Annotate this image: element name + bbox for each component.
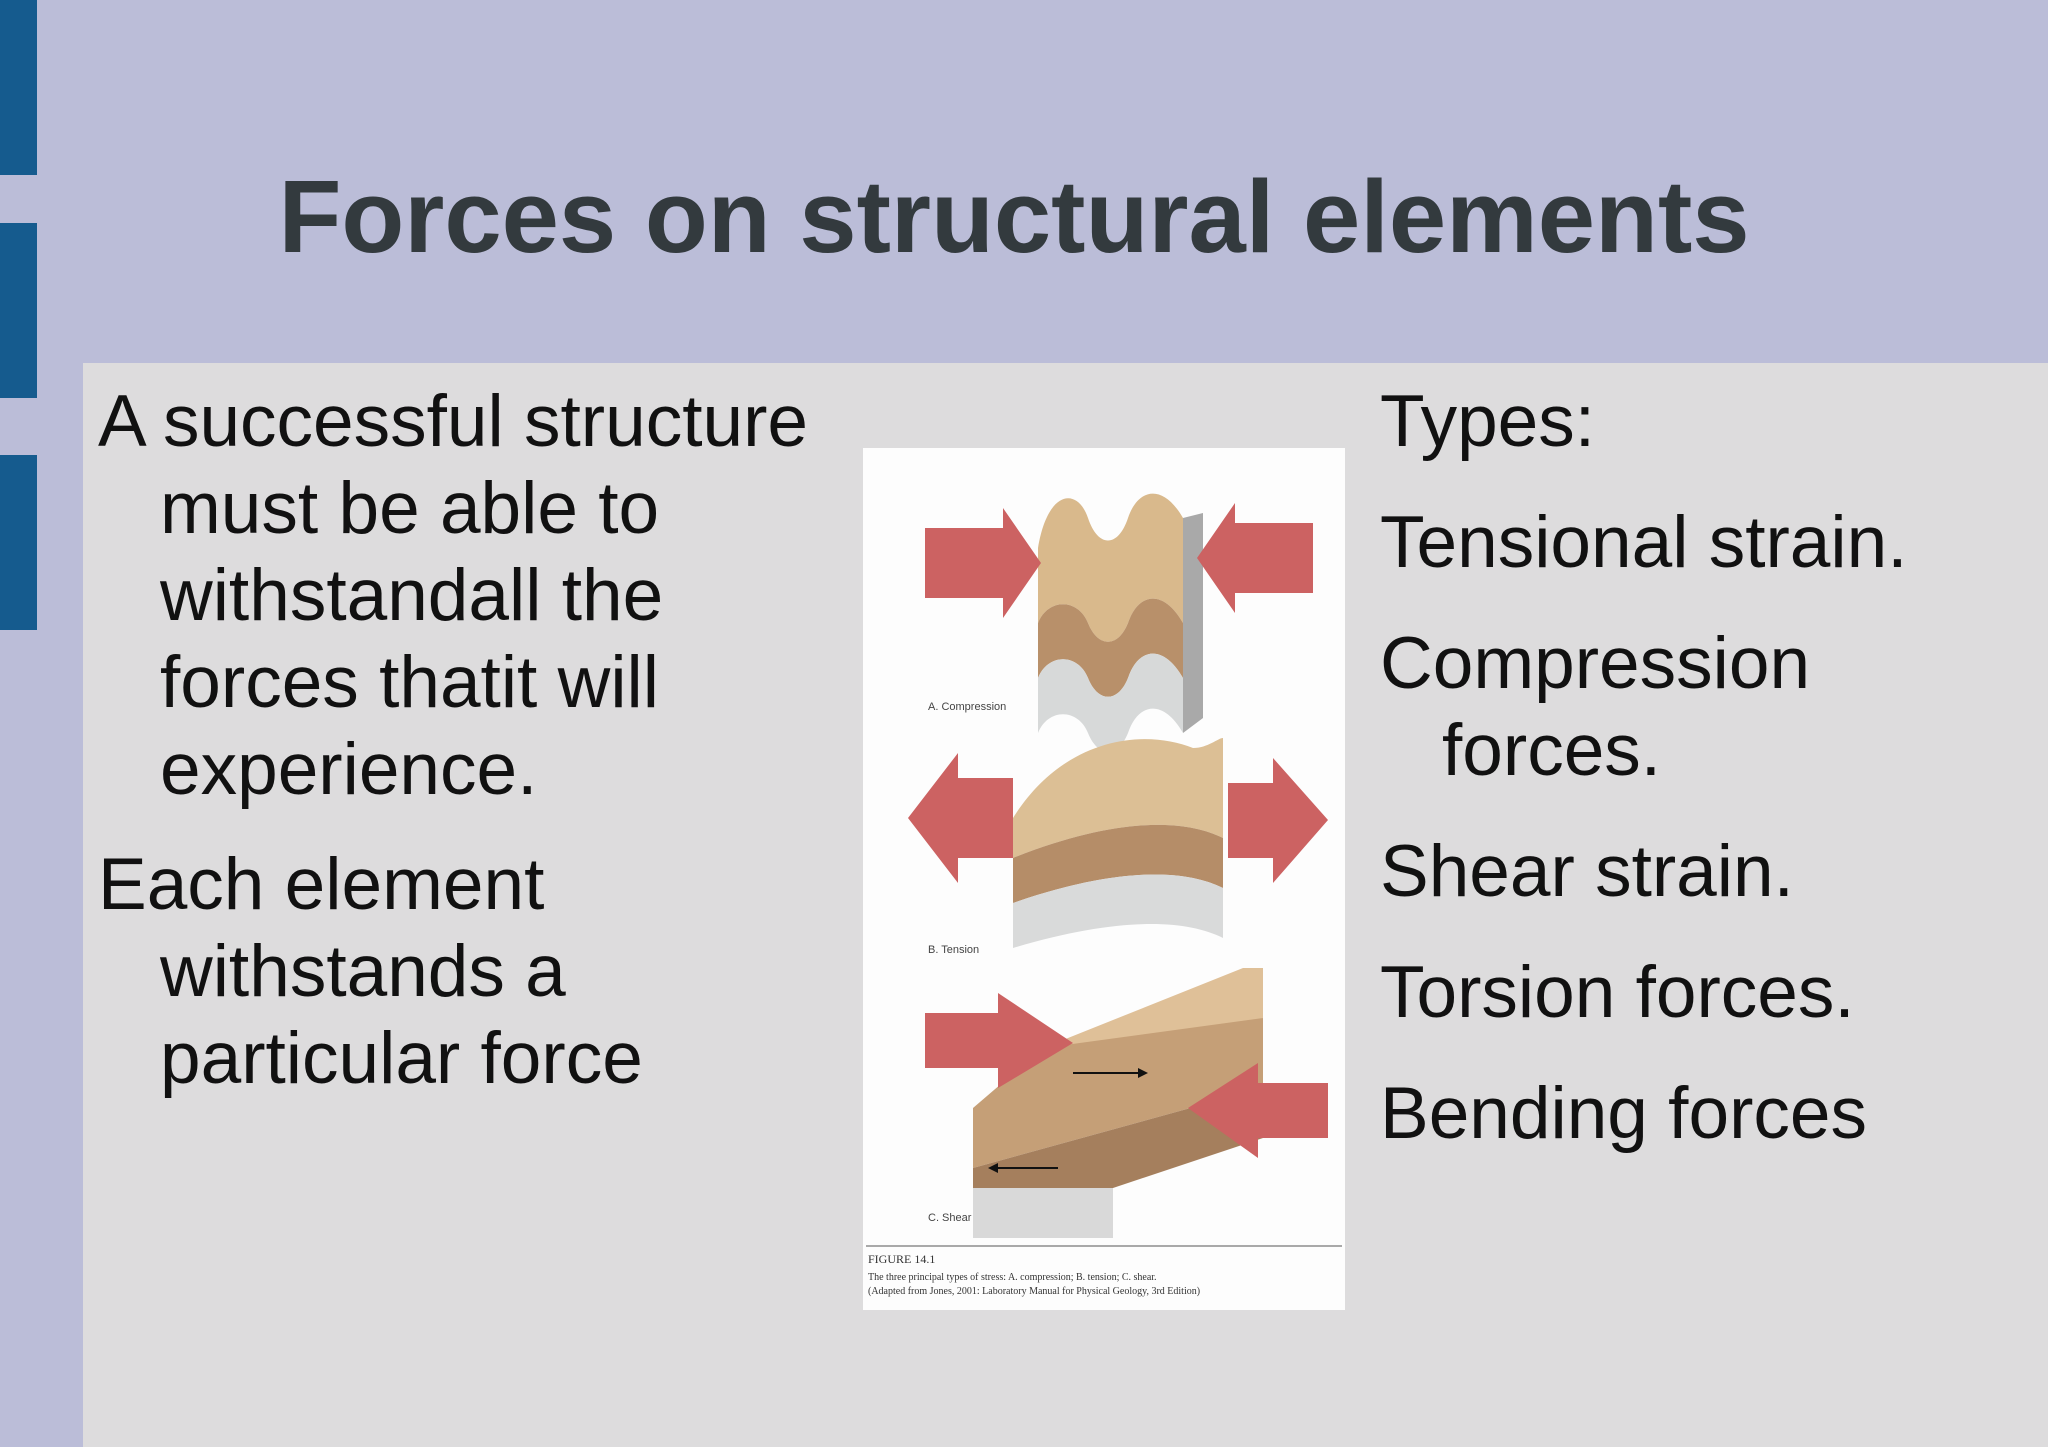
- right-text-column: Types: Tensional strain. Compression for…: [1380, 378, 2040, 1191]
- shear-arrow-top: [925, 993, 1073, 1088]
- figure-caption-line2: (Adapted from Jones, 2001: Laboratory Ma…: [868, 1286, 1200, 1297]
- sidebar-accent-bottom: [0, 455, 37, 630]
- paragraph-element: Each element withstands a particular for…: [98, 844, 643, 1099]
- label-compression: A. Compression: [928, 701, 1006, 713]
- type-item-compression: Compression forces.: [1380, 623, 1811, 791]
- sidebar-accent-middle: [0, 223, 37, 398]
- paragraph-structure: A successful structure must be able to w…: [98, 381, 809, 810]
- figure-caption-line1: The three principal types of stress: A. …: [868, 1272, 1157, 1283]
- left-sidebar: [0, 0, 37, 1447]
- label-shear: C. Shear: [928, 1212, 972, 1224]
- figure-caption-title: FIGURE 14.1: [868, 1252, 935, 1266]
- shear-arrow-bottom: [1188, 1063, 1328, 1158]
- label-tension: B. Tension: [928, 944, 979, 956]
- sidebar-accent-top: [0, 0, 37, 175]
- compression-arrow-right: [1197, 503, 1313, 613]
- left-text-column: A successful structure must be able to w…: [98, 378, 858, 1130]
- type-item-tensional: Tensional strain.: [1380, 502, 1908, 583]
- compression-block: [1038, 493, 1203, 752]
- type-item-shear: Shear strain.: [1380, 831, 1794, 912]
- tension-block: [1013, 738, 1223, 948]
- stress-diagram: A. Compression B. Tension: [866, 493, 1342, 1297]
- slide-content: A successful structure must be able to w…: [83, 363, 2048, 1447]
- slide-title: Forces on structural elements: [278, 159, 1750, 274]
- tension-arrow-right: [1228, 758, 1328, 883]
- tension-arrow-left: [908, 753, 1013, 883]
- type-item-bending: Bending forces: [1380, 1073, 1867, 1154]
- compression-arrow-left: [925, 508, 1041, 618]
- type-item-torsion: Torsion forces.: [1380, 952, 1855, 1033]
- types-heading: Types:: [1380, 381, 1596, 462]
- stress-types-figure: A. Compression B. Tension: [863, 448, 1345, 1310]
